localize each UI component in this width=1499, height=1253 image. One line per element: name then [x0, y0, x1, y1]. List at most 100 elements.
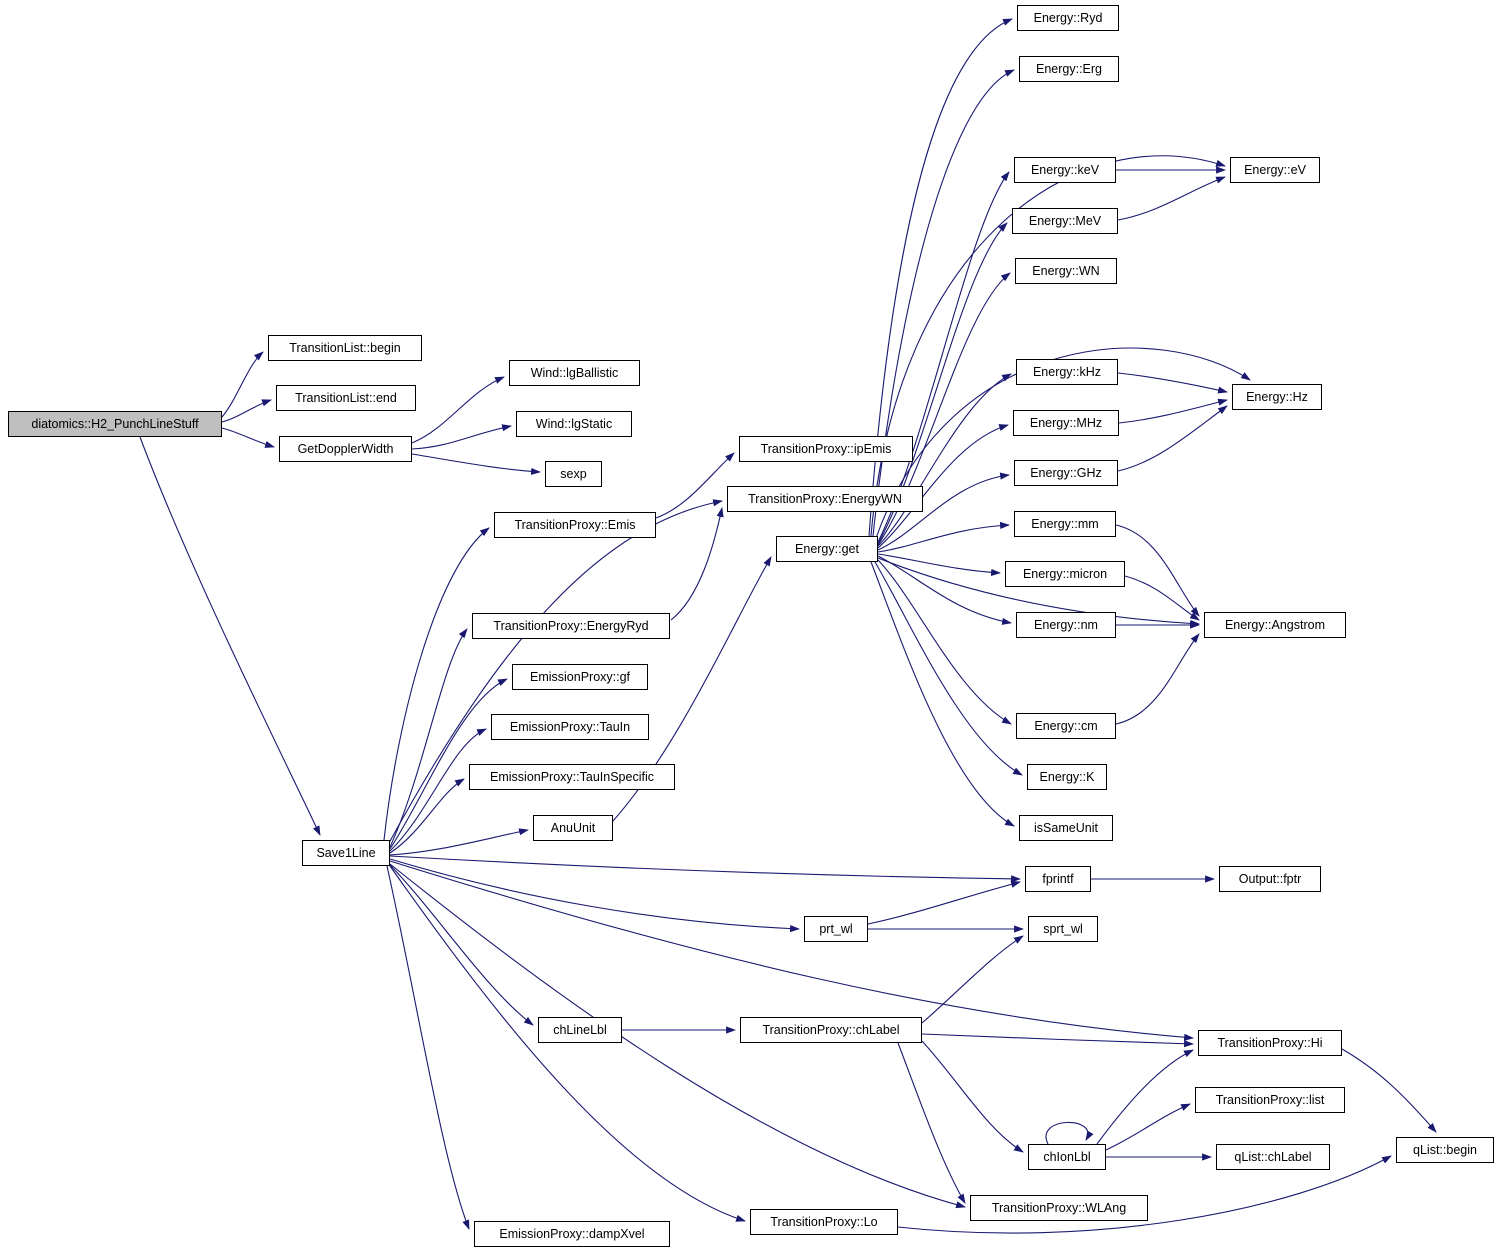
graph-node-mev[interactable]: Energy::MeV — [1012, 208, 1118, 234]
edge-mev-to-ev — [1117, 176, 1226, 221]
graph-node-lgballistic[interactable]: Wind::lgBallistic — [509, 360, 640, 386]
graph-node-k[interactable]: Energy::K — [1027, 764, 1107, 790]
graph-node-ipemis[interactable]: TransitionProxy::ipEmis — [739, 436, 913, 462]
edge-h2-to-tlend — [221, 399, 272, 423]
graph-node-tlend[interactable]: TransitionList::end — [276, 385, 416, 411]
edge-save1line-to-tauinspec — [389, 778, 465, 854]
graph-node-qchlabel[interactable]: qList::chLabel — [1216, 1144, 1330, 1170]
edge-get-to-mm — [877, 521, 1010, 553]
edge-prtwl-to-fprintf — [867, 880, 1021, 925]
edge-save1line-to-energyryd — [389, 628, 468, 848]
edge-chlabel-to-hi — [921, 1033, 1194, 1048]
edge-get-to-k — [874, 561, 1023, 776]
edge-get-to-micron — [877, 553, 1001, 576]
graph-node-lo[interactable]: TransitionProxy::Lo — [750, 1209, 898, 1235]
edge-mhz-to-hz — [1118, 398, 1228, 424]
graph-node-chlabel[interactable]: TransitionProxy::chLabel — [740, 1017, 922, 1043]
graph-node-sexp[interactable]: sexp — [545, 461, 602, 487]
edge-h2-to-getdoppler — [221, 427, 275, 448]
graph-node-fprintf[interactable]: fprintf — [1025, 866, 1091, 892]
edge-micron-to-angstrom — [1124, 575, 1200, 621]
graph-node-emis[interactable]: TransitionProxy::Emis — [494, 512, 656, 538]
edge-get-to-ev — [870, 155, 1226, 537]
edge-save1line-to-dampxvel — [386, 865, 470, 1230]
edge-save1line-to-fprintf — [389, 855, 1021, 883]
edge-emis-to-ipemis — [655, 452, 735, 519]
graph-node-ev[interactable]: Energy::eV — [1230, 157, 1320, 183]
edge-save1line-to-anuunit — [389, 828, 529, 856]
edge-save1line-to-lo — [389, 865, 746, 1222]
edge-save1line-to-emis — [383, 527, 490, 841]
edge-chlabel-to-chionlbl — [921, 1040, 1024, 1153]
graph-node-cm[interactable]: Energy::cm — [1016, 713, 1116, 739]
graph-node-angstrom[interactable]: Energy::Angstrom — [1204, 612, 1346, 638]
graph-node-khz[interactable]: Energy::kHz — [1016, 359, 1118, 385]
edge-h2-to-tlbegin — [221, 351, 264, 418]
edge-get-to-issameunit — [870, 561, 1015, 827]
graph-node-h2[interactable]: diatomics::H2_PunchLineStuff — [8, 411, 222, 437]
edge-get-to-ryd — [868, 18, 1013, 537]
graph-node-tauinspec[interactable]: EmissionProxy::TauInSpecific — [469, 764, 675, 790]
graph-node-getdoppler[interactable]: GetDopplerWidth — [279, 436, 412, 462]
graph-node-anuunit[interactable]: AnuUnit — [533, 815, 613, 841]
graph-node-qbegin[interactable]: qList::begin — [1396, 1137, 1494, 1163]
graph-node-dampxvel[interactable]: EmissionProxy::dampXvel — [474, 1221, 670, 1247]
edge-getdoppler-to-lgstatic — [411, 424, 512, 450]
graph-node-tauin[interactable]: EmissionProxy::TauIn — [491, 714, 649, 740]
edge-chlabel-to-wlang — [897, 1042, 966, 1204]
edge-get-to-hz — [875, 347, 1251, 539]
edge-getdoppler-to-lgballistic — [411, 376, 505, 444]
edge-get-to-mhz — [877, 424, 1009, 549]
edge-khz-to-hz — [1117, 372, 1228, 394]
graph-node-issameunit[interactable]: isSameUnit — [1019, 815, 1113, 841]
edge-lo-to-qbegin — [897, 1155, 1392, 1234]
graph-node-hi[interactable]: TransitionProxy::Hi — [1198, 1030, 1342, 1056]
graph-node-save1line[interactable]: Save1Line — [302, 840, 390, 866]
graph-node-mhz[interactable]: Energy::MHz — [1013, 410, 1119, 436]
edge-getdoppler-to-sexp — [411, 453, 541, 475]
graph-node-chionlbl[interactable]: chIonLbl — [1028, 1144, 1106, 1170]
graph-node-energyryd[interactable]: TransitionProxy::EnergyRyd — [472, 613, 670, 639]
edge-hi-to-qbegin — [1341, 1048, 1437, 1133]
graph-node-tlbegin[interactable]: TransitionList::begin — [268, 335, 422, 361]
graph-node-micron[interactable]: Energy::micron — [1005, 561, 1125, 587]
graph-node-list[interactable]: TransitionProxy::list — [1195, 1087, 1345, 1113]
edge-chlabel-to-sprtwl — [921, 935, 1024, 1024]
edge-mm-to-angstrom — [1115, 524, 1200, 617]
graph-node-chlinelbl[interactable]: chLineLbl — [538, 1017, 622, 1043]
edge-save1line-to-gf — [389, 678, 508, 850]
graph-node-nm[interactable]: Energy::nm — [1016, 612, 1116, 638]
graph-node-ghz[interactable]: Energy::GHz — [1014, 460, 1118, 486]
edge-save1line-to-chlinelbl — [388, 863, 534, 1026]
graph-node-fptr[interactable]: Output::fptr — [1219, 866, 1321, 892]
graph-node-energywn[interactable]: TransitionProxy::EnergyWN — [727, 486, 923, 512]
edge-save1line-to-energywn — [388, 499, 723, 844]
graph-node-gf[interactable]: EmissionProxy::gf — [512, 664, 648, 690]
graph-node-prtwl[interactable]: prt_wl — [804, 916, 868, 942]
edge-h2-to-save1line — [139, 436, 321, 836]
edge-cm-to-angstrom — [1115, 633, 1200, 725]
graph-node-mm[interactable]: Energy::mm — [1014, 511, 1116, 537]
edge-chionlbl-to-list — [1105, 1103, 1191, 1151]
edge-save1line-to-prtwl — [389, 858, 800, 933]
edge-get-to-cm — [877, 559, 1012, 725]
graph-node-hz[interactable]: Energy::Hz — [1232, 384, 1322, 410]
edge-ghz-to-hz — [1117, 405, 1228, 472]
edge-energyryd-to-energywn — [670, 507, 724, 621]
edge-get-to-ghz — [877, 472, 1010, 551]
graph-node-get[interactable]: Energy::get — [776, 536, 878, 562]
edge-chionlbl-to-chionlbl — [1045, 1121, 1094, 1145]
edge-save1line-to-wlang — [389, 863, 966, 1209]
graph-node-erg[interactable]: Energy::Erg — [1019, 56, 1119, 82]
graph-node-ryd[interactable]: Energy::Ryd — [1017, 5, 1119, 31]
graph-node-wlang[interactable]: TransitionProxy::WLAng — [970, 1195, 1148, 1221]
graph-node-sprtwl[interactable]: sprt_wl — [1028, 916, 1098, 942]
edge-save1line-to-tauin — [389, 728, 487, 852]
edge-get-to-angstrom — [877, 557, 1200, 628]
graph-node-kev[interactable]: Energy::keV — [1014, 157, 1116, 183]
graph-node-lgstatic[interactable]: Wind::lgStatic — [516, 411, 632, 437]
graph-node-wn[interactable]: Energy::WN — [1015, 258, 1117, 284]
edge-chionlbl-to-hi — [1096, 1049, 1194, 1145]
